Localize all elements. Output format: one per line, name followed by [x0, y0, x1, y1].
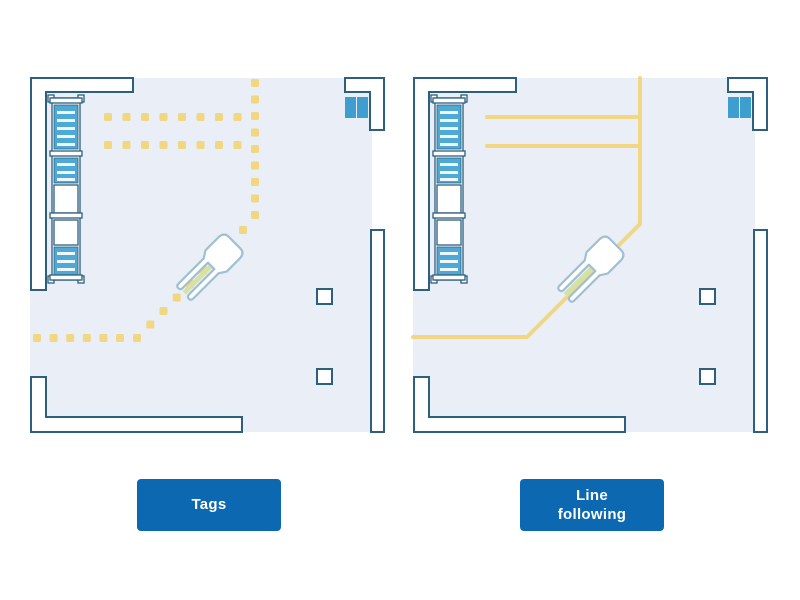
line-following-button[interactable]: Line following [520, 479, 664, 531]
line-following-button-label: Line following [557, 486, 627, 524]
tags-button-label: Tags [191, 496, 227, 514]
tag-dots-path [33, 79, 259, 342]
tags-button[interactable]: Tags [137, 479, 281, 531]
guide-line-path [411, 76, 642, 339]
